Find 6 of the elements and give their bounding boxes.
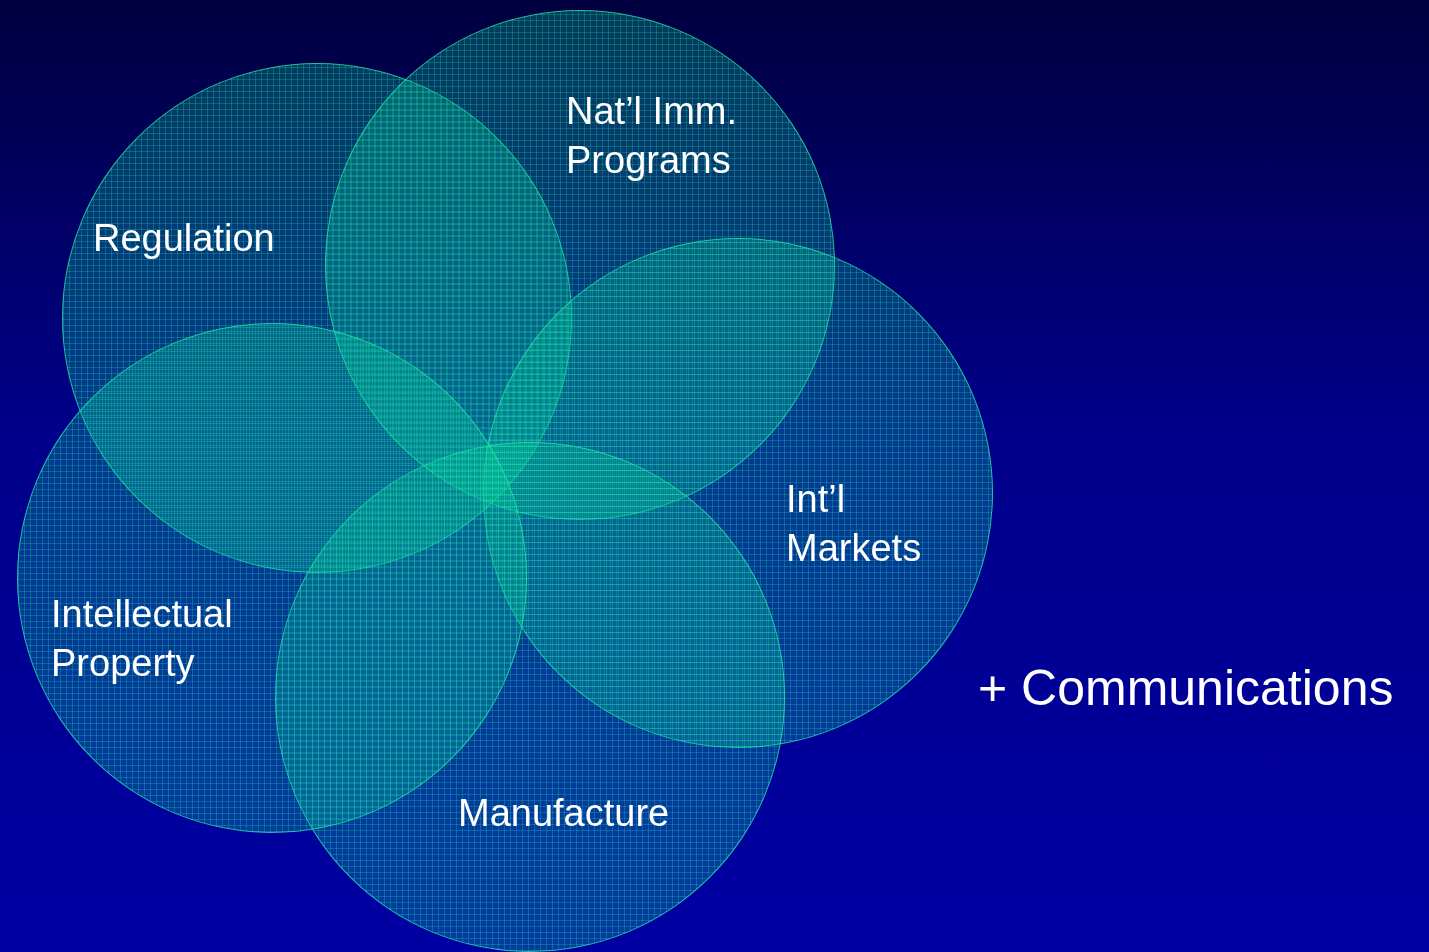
circle-label: Manufacture (458, 791, 671, 836)
circle-label: Intellectual Property (51, 592, 234, 686)
note-text: + Communications (978, 659, 1394, 718)
circle-label: Regulation (93, 216, 276, 261)
circle-label: Nat’l Imm. Programs (566, 89, 738, 183)
circle-label: Int’l Markets (786, 477, 923, 571)
